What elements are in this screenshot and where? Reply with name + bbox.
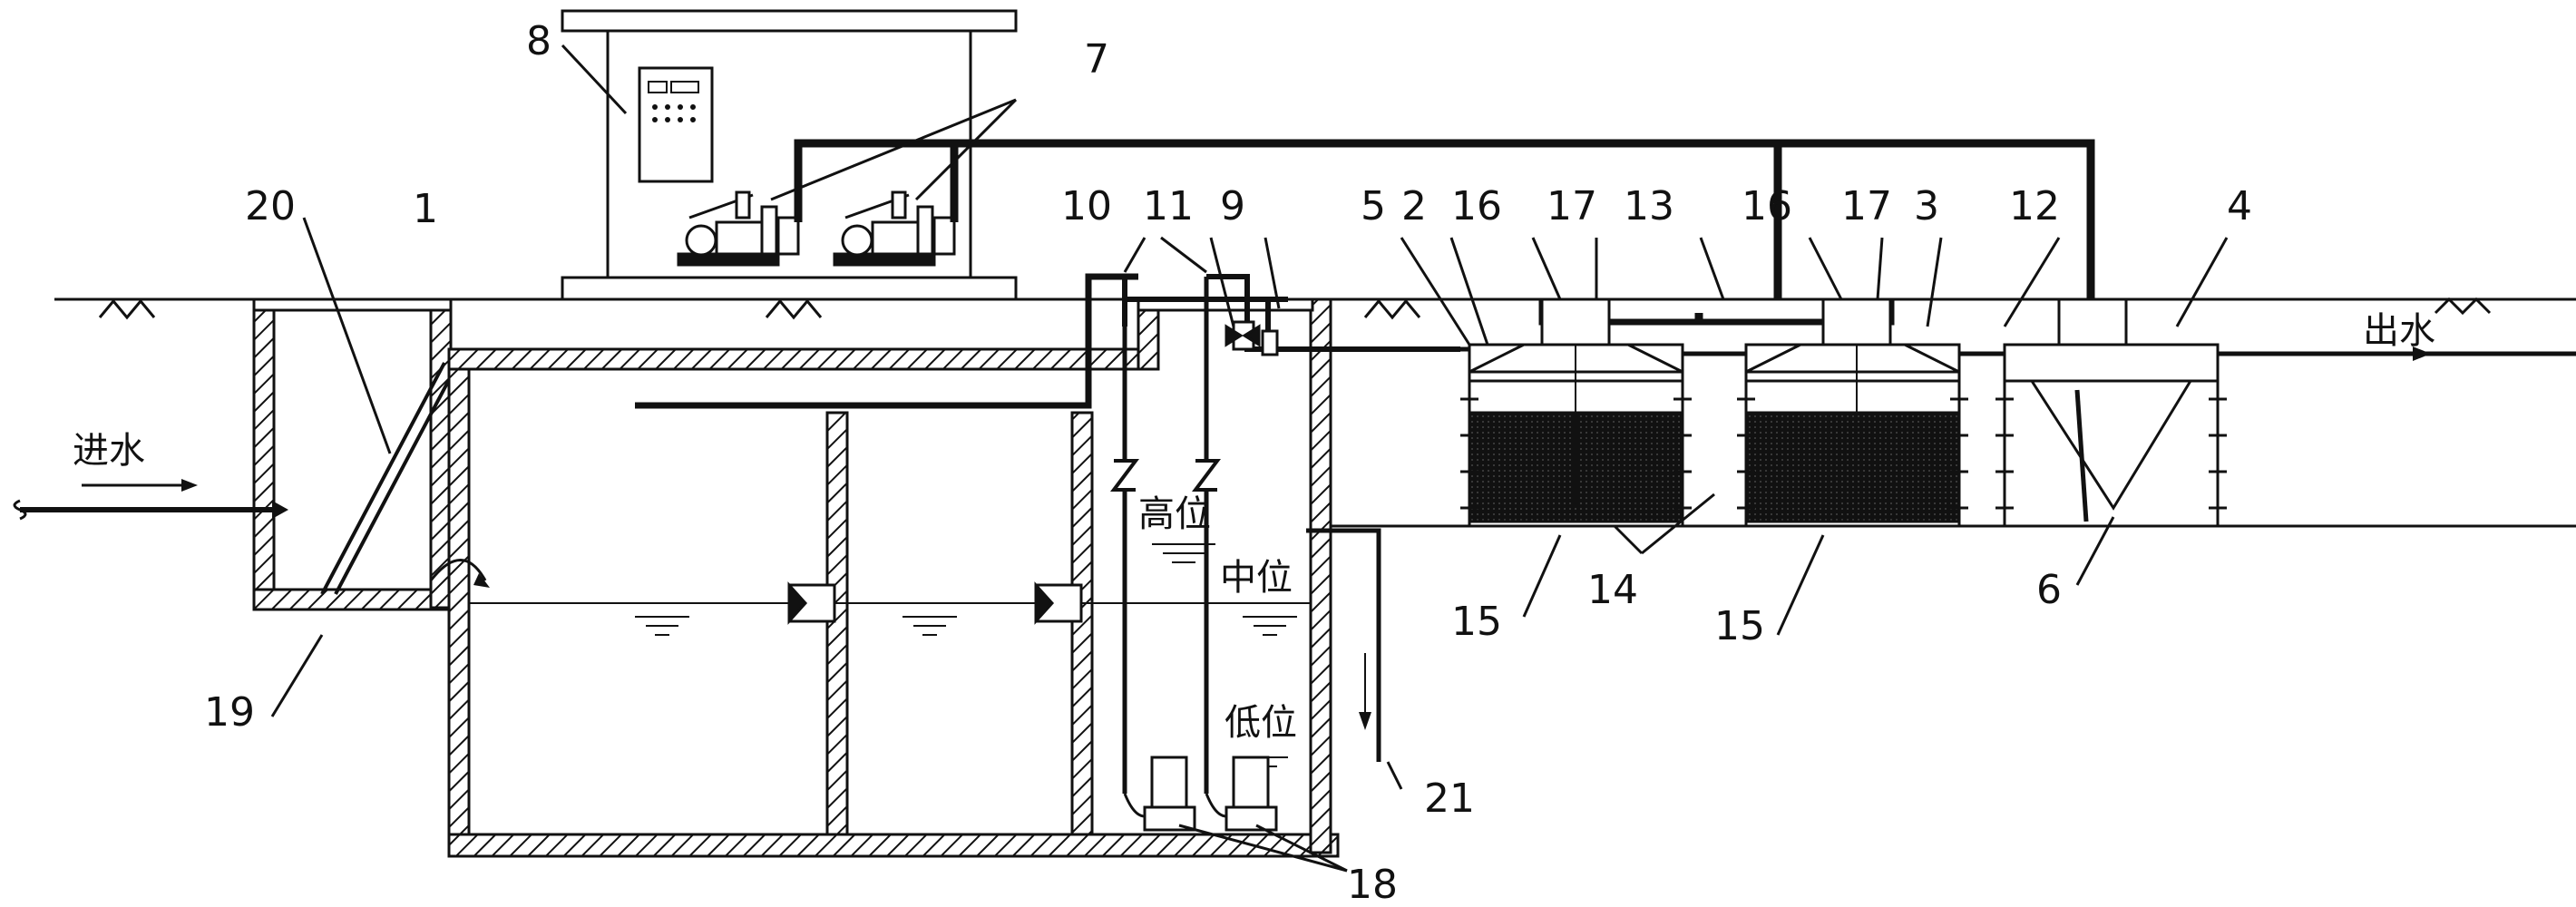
label-6: 6 [2036, 567, 2062, 613]
blower-2 [833, 190, 956, 267]
label-17b: 17 [1841, 183, 1892, 229]
leader-lines [270, 44, 2229, 873]
air-pipe [794, 139, 2095, 322]
inlet-well [252, 297, 453, 611]
label-15b: 15 [1714, 603, 1765, 649]
outflow-label: 出水 [2363, 310, 2435, 352]
tank-3 [1744, 297, 1961, 528]
submersible-pump-2 [1205, 756, 1278, 832]
level-high-label: 高位 [1138, 493, 1211, 535]
blower-1 [677, 190, 800, 267]
label-15a: 15 [1451, 599, 1502, 645]
tank-4 [2003, 297, 2220, 528]
text-labels: 进水 出水 高位 中位 低位 [73, 310, 2435, 744]
label-10: 10 [1061, 183, 1112, 229]
drain-pipe-21 [1306, 528, 1381, 762]
tank-connecting-pipes [1460, 345, 2005, 508]
label-20: 20 [245, 183, 296, 229]
aeration-pipe [635, 273, 1138, 409]
label-2: 2 [1401, 183, 1427, 229]
label-18: 18 [1347, 862, 1398, 907]
number-labels: 8 7 20 1 10 11 9 5 2 16 17 13 16 17 3 12… [204, 18, 2252, 907]
level-low-label: 低位 [1225, 702, 1297, 744]
label-21: 21 [1424, 775, 1475, 822]
water-level-symbols [635, 543, 1297, 767]
label-4: 4 [2227, 183, 2252, 229]
regulating-tank [447, 297, 1340, 858]
equipment-house [561, 9, 1018, 301]
label-9: 9 [1220, 183, 1245, 229]
label-16a: 16 [1451, 183, 1502, 229]
label-5: 5 [1361, 183, 1386, 229]
label-14: 14 [1587, 567, 1638, 613]
label-7: 7 [1084, 36, 1109, 83]
inflow-label: 进水 [73, 430, 145, 472]
lift-outlet-pipe [1122, 274, 1460, 352]
level-mid-label: 中位 [1220, 557, 1293, 599]
overflow-arrow [429, 559, 490, 588]
check-valves [1110, 459, 1221, 492]
flowmeter-valves [1225, 320, 1279, 356]
control-cabinet [638, 66, 714, 183]
label-12: 12 [2009, 183, 2060, 229]
label-11: 11 [1143, 183, 1194, 229]
label-1: 1 [413, 186, 438, 232]
label-17a: 17 [1547, 183, 1597, 229]
label-19: 19 [204, 689, 255, 736]
inlet-pipe [13, 499, 288, 521]
screen-20 [320, 362, 453, 595]
label-16b: 16 [1742, 183, 1792, 229]
inflow-arrow [82, 479, 198, 492]
label-13: 13 [1624, 183, 1674, 229]
label-8: 8 [526, 18, 551, 64]
soil-marks [98, 297, 2492, 320]
submersible-pump-1 [1123, 756, 1196, 832]
wall-openings [787, 581, 1083, 625]
label-3: 3 [1914, 183, 1939, 229]
tank-rib-marks [1460, 397, 2227, 510]
outlet-pipe [2218, 346, 2576, 361]
